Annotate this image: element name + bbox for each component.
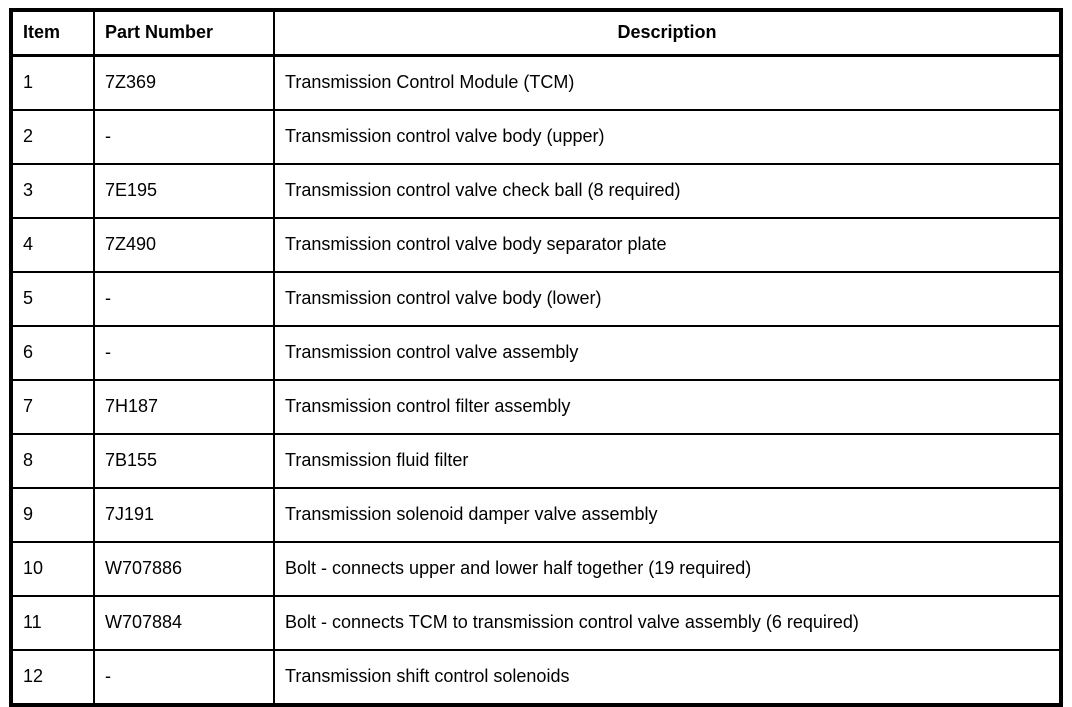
description-cell: Transmission control valve check ball (8… [273,163,1062,219]
header-row: Item Part Number Description [10,9,1062,57]
description-cell: Transmission fluid filter [273,433,1062,489]
column-header-part-number: Part Number [93,9,275,57]
description-cell: Transmission control valve assembly [273,325,1062,381]
description-cell: Transmission control valve body (lower) [273,271,1062,327]
part-number-cell: 7E195 [93,163,275,219]
column-header-item: Item [10,9,95,57]
description-cell: Bolt - connects TCM to transmission cont… [273,595,1062,651]
item-cell: 4 [10,217,95,273]
part-number-cell: W707884 [93,595,275,651]
item-cell: 12 [10,649,95,706]
description-cell: Transmission control valve body (upper) [273,109,1062,165]
part-number-cell: W707886 [93,541,275,597]
part-number-cell: - [93,325,275,381]
table-row: 12-Transmission shift control solenoids [10,649,1062,706]
description-cell: Transmission solenoid damper valve assem… [273,487,1062,543]
description-cell: Transmission control valve body separato… [273,217,1062,273]
item-cell: 5 [10,271,95,327]
item-cell: 10 [10,541,95,597]
column-header-description: Description [273,9,1062,57]
part-number-cell: 7Z490 [93,217,275,273]
part-number-cell: 7B155 [93,433,275,489]
parts-table-header: Item Part Number Description [10,9,1062,57]
table-row: 5-Transmission control valve body (lower… [10,271,1062,327]
item-cell: 9 [10,487,95,543]
part-number-cell: - [93,109,275,165]
item-cell: 11 [10,595,95,651]
part-number-cell: 7Z369 [93,54,275,111]
table-row: 6-Transmission control valve assembly [10,325,1062,381]
table-row: 2-Transmission control valve body (upper… [10,109,1062,165]
item-cell: 1 [10,54,95,111]
part-number-cell: - [93,271,275,327]
description-cell: Transmission control filter assembly [273,379,1062,435]
part-number-cell: 7J191 [93,487,275,543]
part-number-cell: - [93,649,275,706]
description-cell: Transmission shift control solenoids [273,649,1062,706]
item-cell: 3 [10,163,95,219]
item-cell: 7 [10,379,95,435]
item-cell: 2 [10,109,95,165]
part-number-cell: 7H187 [93,379,275,435]
description-cell: Bolt - connects upper and lower half tog… [273,541,1062,597]
item-cell: 8 [10,433,95,489]
description-cell: Transmission Control Module (TCM) [273,54,1062,111]
item-cell: 6 [10,325,95,381]
